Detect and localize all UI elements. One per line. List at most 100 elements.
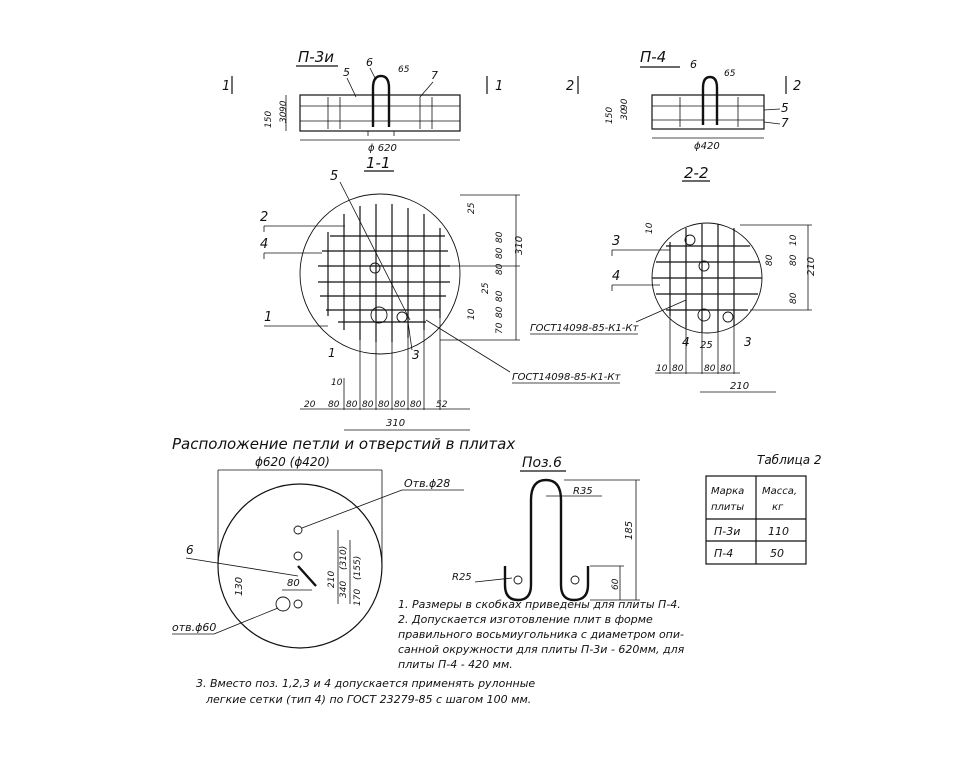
section-2-2-hole-mid — [698, 260, 710, 272]
svg-text:80: 80 — [328, 400, 340, 410]
p3i-dim65: 65 — [398, 65, 410, 75]
p3i-dim90: 90 — [279, 100, 289, 112]
svg-text:80: 80 — [287, 578, 300, 589]
svg-text:340: 340 — [339, 581, 349, 598]
svg-text:80: 80 — [495, 231, 505, 243]
svg-text:10: 10 — [331, 378, 343, 388]
loop-mark — [297, 565, 317, 587]
svg-text:80: 80 — [346, 400, 358, 410]
hole-28-label: Отв.ϕ28 — [404, 477, 450, 490]
note-1: 1. Размеры в скобках приведены для плиты… — [398, 598, 681, 611]
p4-lifting-loop — [701, 75, 719, 125]
section-1-1-outline — [299, 193, 461, 355]
svg-text:80: 80 — [495, 263, 505, 275]
table-header-mark-1: Марка — [711, 486, 744, 497]
p3i-title: П-3и — [298, 48, 334, 66]
section-2-2: 2-2 3 4 10 4 25 3 210 1 — [530, 164, 817, 393]
sec11-pos5: 5 — [330, 169, 338, 184]
p4-dim90: 90 — [620, 98, 630, 110]
svg-text:(310): (310) — [339, 546, 349, 570]
section-1-1-title: 1-1 — [366, 154, 391, 172]
section-2-2-hole-top — [684, 234, 696, 246]
pos6-r35: R35 — [573, 486, 593, 497]
table-row1-mark: П-3и — [714, 525, 740, 538]
note-2-line2: правильного восьмиугольника с диаметром … — [398, 628, 684, 641]
p4-dim65: 65 — [724, 69, 736, 79]
svg-text:10: 10 — [656, 364, 668, 374]
sec22-pos3b: 3 — [744, 335, 752, 349]
sec11-dim310: 310 — [514, 236, 525, 255]
sec1-right-mark: 1 — [495, 79, 503, 94]
section-1-1-hole-large — [370, 306, 388, 324]
section-1-1-hole-small — [369, 262, 381, 274]
sec22-dim210: 210 — [806, 257, 817, 276]
table-row1-mass: 110 — [768, 525, 789, 538]
mass-table: Таблица 2 Марка плиты Масса, кг П-3и 110… — [705, 453, 822, 565]
sec22-pos3: 3 — [612, 234, 620, 249]
sec2-left-mark: 2 — [566, 79, 574, 94]
svg-text:170: 170 — [353, 589, 363, 606]
p4-dim150: 150 — [605, 107, 615, 124]
hole-60-label: отв.ϕ60 — [172, 621, 216, 634]
hole-28-c — [293, 599, 303, 609]
svg-text:25: 25 — [700, 340, 713, 351]
section-1-1: 1-1 5 2 4 1 — [260, 154, 621, 431]
svg-text:210: 210 — [327, 571, 337, 588]
svg-text:80: 80 — [720, 364, 732, 374]
svg-text:80: 80 — [495, 290, 505, 302]
svg-text:80: 80 — [410, 400, 422, 410]
notes: 1. Размеры в скобках приведены для плиты… — [196, 598, 685, 706]
layout-title: Расположение петли и отверстий в плитах — [172, 435, 515, 453]
sec11-gost: ГОСТ14098-85-К1-Кт — [512, 372, 621, 383]
hole-28-a — [293, 525, 303, 535]
svg-text:10: 10 — [789, 234, 799, 246]
note-3-line1: 3. Вместо поз. 1,2,3 и 4 допускается при… — [196, 677, 535, 690]
hole-60 — [275, 596, 291, 612]
note-2-line3: санной окружности для плиты П-3и - 620мм… — [398, 643, 685, 656]
p4-title: П-4 — [640, 48, 666, 66]
table-header-mass-2: кг — [772, 502, 784, 513]
svg-text:10: 10 — [467, 308, 477, 320]
sec22-pos4: 4 — [612, 269, 620, 284]
svg-text:52: 52 — [436, 400, 448, 410]
table-header-mark-2: плиты — [711, 502, 744, 513]
sec1-left-mark: 1 — [222, 79, 230, 94]
sec2-right-mark: 2 — [793, 79, 801, 94]
slab-outline-circle — [217, 483, 383, 649]
pos6-title: Поз.6 — [522, 455, 562, 471]
svg-text:80: 80 — [704, 364, 716, 374]
svg-text:25: 25 — [481, 282, 491, 294]
p3i-pos7: 7 — [431, 69, 438, 82]
p4-elevation: П-4 6 65 5 7 ϕ420 150 30 90 2 2 — [566, 48, 801, 152]
svg-text:20: 20 — [304, 400, 316, 410]
sec11-bottom-total: 310 — [386, 418, 405, 429]
pos6-r25: R25 — [452, 572, 472, 583]
svg-text:80: 80 — [378, 400, 390, 410]
p4-pos7: 7 — [781, 116, 789, 130]
sec11-pos1: 1 — [264, 310, 272, 325]
section-2-2-hole-right — [722, 311, 734, 323]
p4-dim30: 30 — [620, 108, 630, 120]
p3i-dim30: 30 — [279, 111, 289, 123]
table-header-mass-1: Масса, — [762, 486, 797, 497]
p3i-pos5: 5 — [343, 66, 350, 79]
svg-text:80: 80 — [672, 364, 684, 374]
sec22-bottom-total: 210 — [730, 381, 749, 392]
svg-text:80: 80 — [789, 254, 799, 266]
pos6-loop-shape — [503, 478, 590, 602]
table-row2-mass: 50 — [770, 547, 784, 560]
section-2-2-mesh — [652, 224, 762, 332]
svg-text:80: 80 — [362, 400, 374, 410]
svg-text:130: 130 — [234, 577, 245, 596]
circle-pos6: 6 — [186, 543, 194, 557]
p3i-dim150: 150 — [264, 111, 274, 128]
svg-text:80: 80 — [765, 254, 775, 266]
svg-text:(155): (155) — [353, 556, 363, 580]
table-title: Таблица 2 — [757, 453, 822, 467]
p3i-elevation: П-3и 5 6 65 7 ϕ 620 150 30 90 1 1 — [222, 48, 503, 154]
svg-text:80: 80 — [495, 247, 505, 259]
pos6-dim60: 60 — [611, 578, 621, 590]
note-2-line1: 2. Допускается изготовление плит в форме — [398, 613, 653, 626]
